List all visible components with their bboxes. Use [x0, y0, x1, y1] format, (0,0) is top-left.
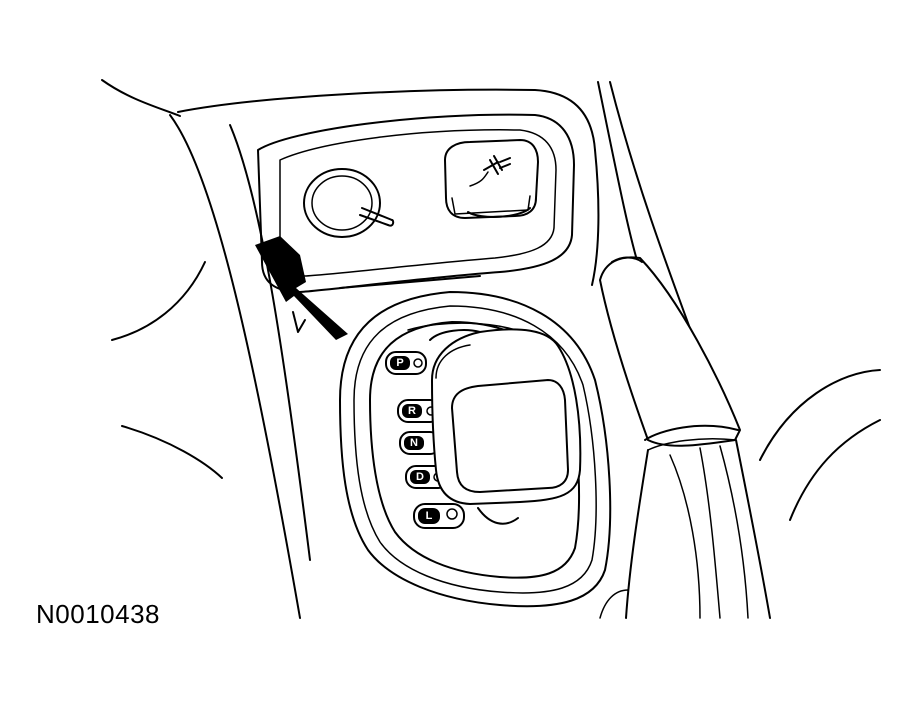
- gear-label-d: D: [416, 471, 424, 483]
- gear-button-l: L: [413, 503, 465, 529]
- gear-label-p: P: [396, 357, 403, 369]
- gear-shift-knob: [429, 328, 582, 525]
- dashboard-outline: [101, 79, 223, 479]
- gear-label-r: R: [408, 405, 416, 417]
- parking-brake-lever: [599, 256, 771, 619]
- gear-label-l: L: [426, 510, 433, 522]
- shifter-gate: [339, 291, 612, 608]
- gear-label-n: N: [410, 437, 418, 449]
- cigar-lighter-icon: [303, 168, 395, 238]
- power-outlet-icon: [444, 139, 539, 219]
- callout-arrow-icon: [255, 236, 348, 340]
- gear-button-p: P: [385, 351, 427, 375]
- gear-indicator: P R N D L: [385, 351, 465, 529]
- seat-trim: [759, 369, 881, 521]
- center-console: [169, 81, 721, 619]
- gear-button-n: N: [399, 431, 441, 455]
- figure-reference-number: N0010438: [36, 599, 160, 629]
